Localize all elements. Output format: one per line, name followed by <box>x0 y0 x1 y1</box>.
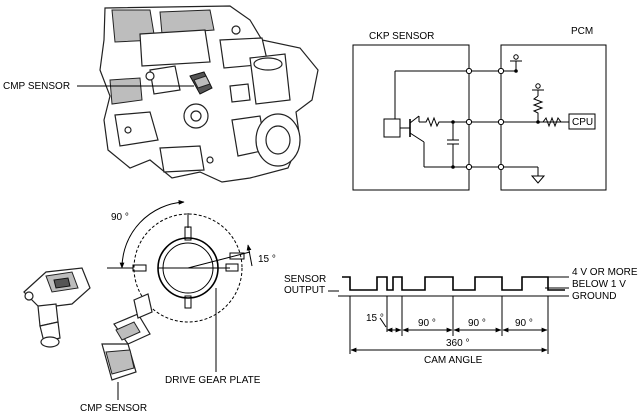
high-level-label: 4 V OR MORE <box>572 267 638 278</box>
dim-90-a-label: 90 ° <box>418 318 436 329</box>
engine-cmp-callout: CMP SENSOR <box>3 81 194 92</box>
pcm-label: PCM <box>571 26 593 37</box>
cpu-label: CPU <box>572 117 593 128</box>
ckp-circuit-diagram: CKP SENSOR PCM <box>352 26 607 191</box>
pcm-box <box>500 44 607 191</box>
hall-element <box>383 118 401 138</box>
cmp-sensor-bottom-label: CMP SENSOR <box>80 403 147 414</box>
low-level-label: BELOW 1 V <box>572 279 626 290</box>
waveform-trace <box>342 276 565 291</box>
cmp-sensor-illustration <box>23 267 153 400</box>
engine-cmp-sensor-label: CMP SENSOR <box>3 81 70 92</box>
ground-label: GROUND <box>572 291 616 302</box>
ckp-sensor-box <box>352 44 470 191</box>
sensor-output-waveform: SENSOR OUTPUT 4 V OR MORE BELOW 1 V GROU… <box>284 267 638 366</box>
drive-gear-diagram: 90 ° 15 ° DRIVE GEAR PLATE <box>107 199 276 386</box>
angle-90-arc <box>119 199 185 269</box>
dim-360-label: 360 ° <box>446 338 469 349</box>
cpu-box <box>568 113 596 130</box>
angle-15-label: 15 ° <box>258 254 276 265</box>
dim-15-label: 15 ° <box>366 313 384 324</box>
cam-angle-label: CAM ANGLE <box>424 355 483 366</box>
sensor-resistor <box>419 116 440 128</box>
cpu-resistor <box>542 116 569 128</box>
engine-illustration <box>99 5 319 183</box>
angle-90-label: 90 ° <box>111 212 129 223</box>
sensor-path-circle <box>133 213 243 323</box>
dim-90-c-label: 90 ° <box>515 318 533 329</box>
ground-symbol <box>530 175 546 184</box>
sensor-output-label-2: OUTPUT <box>284 285 325 296</box>
sensor-output-label-1: SENSOR <box>284 274 326 285</box>
dim-90-b-label: 90 ° <box>468 318 486 329</box>
pullup-resistor <box>532 95 544 122</box>
ckp-sensor-label: CKP SENSOR <box>369 31 434 42</box>
connector-nodes <box>451 67 540 171</box>
drive-gear-plate-label: DRIVE GEAR PLATE <box>165 375 261 386</box>
